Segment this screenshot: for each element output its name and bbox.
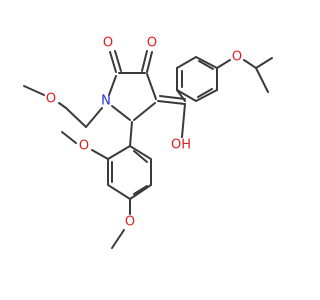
- bond-c2-o-single: [109, 51, 117, 73]
- carbonyl-bonds: [109, 50, 153, 73]
- bond-n-ch2: [85, 107, 103, 128]
- atom-labels: O O N O O OH O O: [46, 36, 242, 230]
- aryl-inner-bond-3: [197, 88, 213, 98]
- atom-o-methoxyethyl: O: [46, 92, 56, 107]
- aryl-ring-outline-lower: [107, 144, 152, 201]
- bond-o-ch3: [23, 85, 45, 96]
- isopropoxyphenyl-ring: [176, 55, 218, 103]
- aryl-inner-bond-2: [198, 60, 214, 70]
- bond-ch2-o: [58, 102, 67, 109]
- aryl-lower-inner-3: [133, 150, 148, 163]
- bond-c4-c5: [133, 102, 156, 121]
- atom-o-hydroxyl: OH: [171, 138, 191, 153]
- bond-c3-o-double: [141, 50, 148, 72]
- structure-canvas: O O N O O OH O O: [23, 36, 273, 249]
- bond-ortho-o: [91, 149, 109, 160]
- pyrrolidine-ring-bonds: [108, 72, 157, 121]
- atom-n-ring: N: [101, 94, 111, 109]
- bond-n1-c2: [108, 75, 117, 96]
- bond-c4-cexo-double: [159, 95, 186, 100]
- isopropoxy-group: [216, 57, 273, 93]
- dimethoxyphenyl-ring: [107, 121, 152, 201]
- atom-o-ketone-left: O: [103, 36, 113, 51]
- enol-bonds: [157, 89, 186, 138]
- bond-para-o-ch3: [111, 229, 125, 249]
- bond-o-ch: [243, 59, 257, 69]
- atom-o-ortho-methoxy: O: [79, 139, 89, 154]
- bond-c2-o-double: [114, 50, 122, 72]
- bond-c5-aryl: [129, 121, 133, 147]
- bond-ch-ch3-top: [255, 57, 273, 69]
- bond-cexo-oh: [181, 103, 186, 138]
- bond-aryl-o: [216, 59, 231, 69]
- bond-c3-o-single: [146, 51, 153, 73]
- bond-ch-ch3-bottom: [255, 67, 269, 93]
- atom-o-para-methoxy: O: [125, 215, 135, 230]
- bond-ortho-o-ch3: [61, 131, 77, 144]
- bond-ch2-ch2: [65, 107, 87, 128]
- bond-c5-n1: [111, 105, 131, 121]
- molecule-structure: O O N O O OH O O: [23, 36, 273, 249]
- atom-o-isopropoxy: O: [232, 50, 242, 65]
- atom-o-ketone-right: O: [147, 36, 157, 51]
- aryl-lower-inner-2: [133, 185, 148, 195]
- bond-c3-c4: [146, 73, 157, 100]
- methoxy-groups: [61, 131, 131, 249]
- bond-c4-cexo-single: [157, 100, 186, 105]
- methoxyethyl-chain: [23, 85, 103, 128]
